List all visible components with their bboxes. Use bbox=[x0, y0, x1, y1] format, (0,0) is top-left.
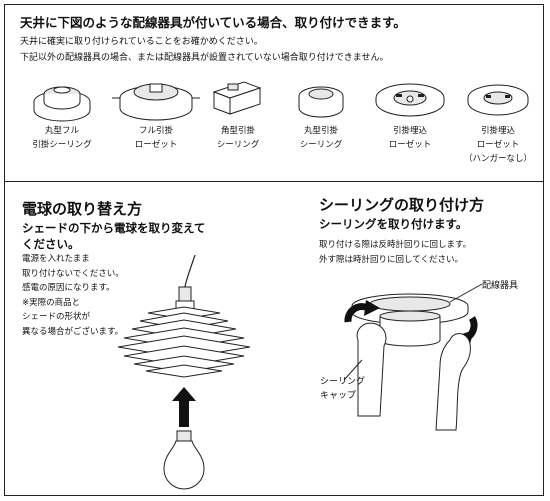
embedded-hook-rosette-icon bbox=[375, 83, 445, 117]
light-bulb-icon bbox=[163, 430, 205, 490]
hand-icon bbox=[356, 322, 471, 431]
round-hook-ceiling-icon bbox=[298, 86, 344, 118]
bulb-replacement-illustration bbox=[117, 255, 251, 490]
outer-frame bbox=[4, 4, 544, 496]
embedded-hook-rosette-no-hanger-icon bbox=[467, 84, 529, 116]
fixture-label-2: フル引掛ローゼット bbox=[134, 126, 178, 150]
compatibility-note-2: 下記以外の配線器具の場合、または配線器具が設置されていない場合取り付けできません… bbox=[20, 53, 389, 63]
bulb-warning-text: 電源を入れたまま 取り付けないでください。 感電の原因になります。 ※実際の商品… bbox=[22, 254, 124, 337]
fixture-label-4: 丸型引掛シーリング bbox=[299, 126, 343, 150]
ceiling-attachment-illustration bbox=[343, 283, 483, 431]
fixture-label-5: 引掛埋込ローゼット bbox=[388, 126, 432, 150]
ceiling-cap-label-2: キャップ bbox=[320, 391, 357, 401]
section-divider bbox=[4, 181, 544, 182]
wiring-fixture-label: 配線器具 bbox=[482, 281, 519, 291]
up-arrow-icon bbox=[172, 387, 196, 427]
ceiling-cap-icon bbox=[379, 310, 441, 347]
bulb-section-title: 電球の取り替え方 bbox=[22, 200, 143, 218]
fixture-label-1: 丸型フル引掛シーリング bbox=[32, 126, 92, 150]
compatibility-heading: 天井に下図のような配線器具が付いている場合、取り付けできます。 bbox=[20, 15, 406, 30]
bulb-subtitle-1: シェードの下から電球を取り変えて bbox=[22, 221, 206, 235]
ceiling-section-title: シーリングの取り付け方 bbox=[319, 196, 485, 214]
ceiling-subtitle: シーリングを取り付けます。 bbox=[319, 217, 468, 231]
ceiling-remove-instruction: 外す際は時計回りに回してください。 bbox=[319, 255, 463, 265]
compatibility-note-1: 天井に確実に取り付けられていることをお確かめください。 bbox=[20, 37, 263, 47]
fixture-illustrations bbox=[33, 81, 529, 122]
square-hook-ceiling-icon bbox=[212, 81, 262, 115]
full-hook-rosette-icon bbox=[112, 83, 200, 121]
bulb-subtitle-2: ください。 bbox=[22, 237, 80, 251]
fixture-label-6: 引掛埋込ローゼット（ハンガーなし） bbox=[463, 126, 532, 164]
fixture-label-3: 角型引掛シーリング bbox=[216, 126, 260, 150]
ceiling-cap-label-1: シーリング bbox=[320, 377, 366, 387]
ceiling-attach-instruction: 取り付ける際は反時計回りに回します。 bbox=[319, 240, 472, 250]
lamp-shade-icon bbox=[117, 306, 251, 378]
round-full-hook-ceiling-icon bbox=[33, 86, 91, 122]
